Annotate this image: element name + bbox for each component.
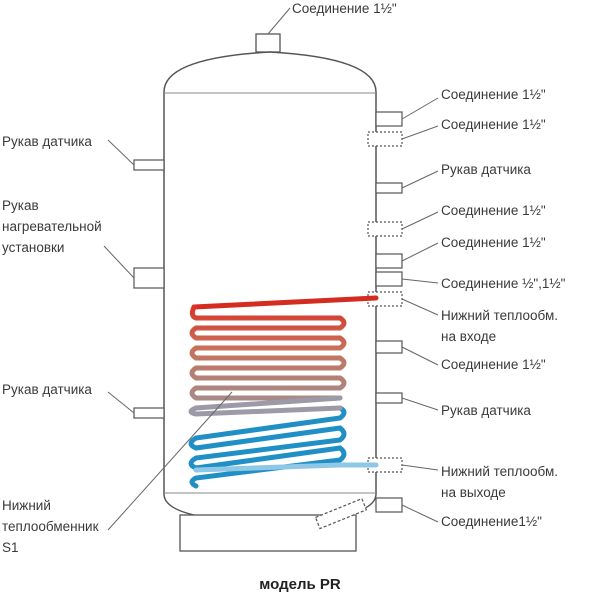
right-fitting-1 bbox=[375, 111, 403, 127]
label-right-conn-1: Соединение 1½" bbox=[441, 87, 546, 102]
coil-transition bbox=[188, 395, 343, 417]
left-sensor-sleeve-top bbox=[133, 159, 165, 171]
label-right-exchanger-inlet: Нижний теплообм. на входе bbox=[441, 308, 558, 344]
right-fitting-4 bbox=[367, 221, 403, 237]
top-fitting bbox=[255, 33, 281, 53]
coil-blue-loops bbox=[188, 405, 347, 489]
right-fitting-8 bbox=[375, 340, 403, 354]
coil-inlet-line bbox=[191, 295, 379, 310]
label-left-sensor-sleeve-top: Рукав датчика bbox=[2, 134, 92, 149]
label-right-conn-2: Соединение 1½" bbox=[441, 117, 546, 132]
right-fitting-6 bbox=[375, 271, 403, 287]
coil-outlet-line bbox=[193, 462, 379, 473]
leader-lines bbox=[103, 7, 439, 531]
label-right-sensor-2: Рукав датчика bbox=[441, 403, 531, 418]
right-fitting-11 bbox=[375, 497, 403, 513]
label-left-heater-sleeve: Рукав нагревательной установки bbox=[2, 198, 102, 255]
label-right-sensor-1: Рукав датчика bbox=[441, 162, 531, 177]
label-top-connection: Соединение 1½" bbox=[292, 1, 397, 16]
bottom-angled-pipe bbox=[314, 497, 368, 530]
left-heater-sleeve bbox=[133, 267, 165, 289]
label-left-lower-exchanger: Нижний теплообменник S1 bbox=[2, 498, 99, 555]
label-right-conn-7: Соединение1½" bbox=[441, 514, 542, 529]
right-fitting-2 bbox=[367, 131, 403, 147]
label-right-conn-3: Соединение 1½" bbox=[441, 203, 546, 218]
label-right-exchanger-outlet: Нижний теплообм. на выходе bbox=[441, 464, 558, 500]
label-right-conn-4: Соединение 1½" bbox=[441, 235, 546, 250]
label-right-conn-5: Соединение ½",1½" bbox=[441, 276, 566, 291]
left-sensor-sleeve-bottom bbox=[133, 407, 165, 419]
right-fitting-3 bbox=[375, 182, 403, 194]
label-right-conn-6: Соединение 1½" bbox=[441, 357, 546, 372]
model-title: модель PR bbox=[259, 576, 341, 593]
right-fitting-5 bbox=[375, 253, 403, 269]
coil-hot-loops bbox=[189, 304, 347, 401]
label-left-sensor-sleeve-bottom: Рукав датчика bbox=[2, 382, 92, 397]
right-fitting-9 bbox=[375, 392, 403, 404]
